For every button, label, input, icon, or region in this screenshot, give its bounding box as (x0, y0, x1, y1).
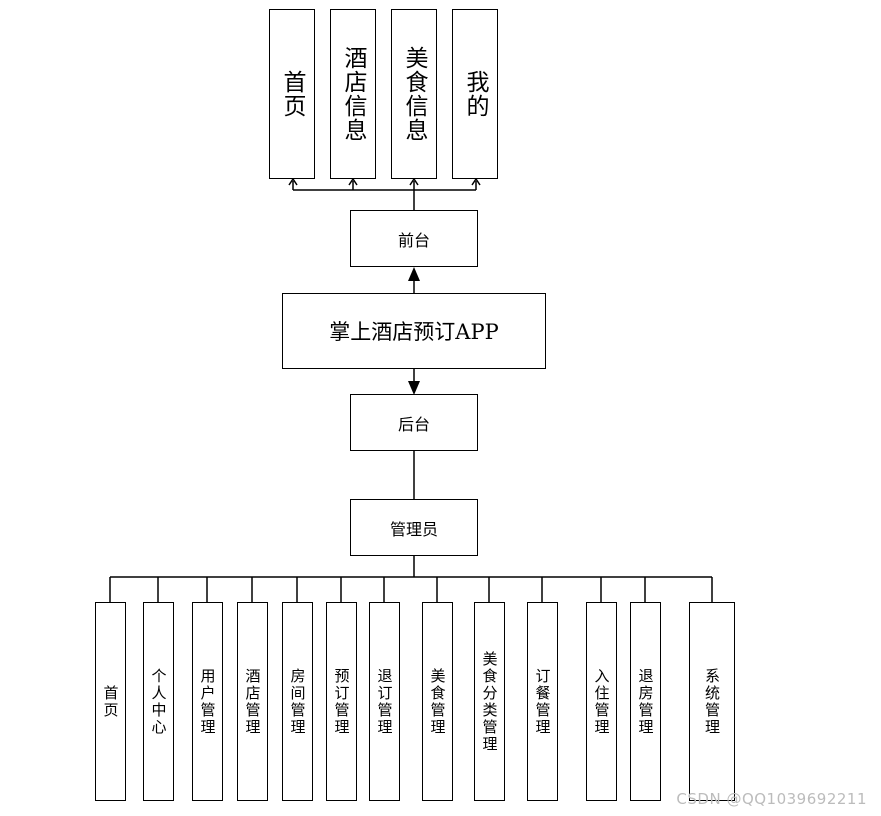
watermark: CSDN @QQ1039692211 (676, 790, 867, 808)
frontend-module-label: 酒店信息 (340, 46, 366, 142)
admin-module-food-category-management: 美食分类管理 (474, 602, 505, 801)
admin-module-label: 个人中心 (149, 667, 168, 736)
admin-module-label: 订餐管理 (533, 667, 552, 736)
frontend-module-home: 首页 (269, 9, 315, 179)
frontend-label: 前台 (397, 230, 430, 250)
admin-module-room-management: 房间管理 (282, 602, 313, 801)
admin-module-label: 房间管理 (288, 667, 307, 736)
backend-label: 后台 (397, 414, 430, 434)
admin-module-label: 退订管理 (375, 667, 394, 736)
frontend-module-label: 我的 (462, 70, 488, 118)
frontend-node: 前台 (350, 210, 478, 267)
admin-module-checkin-management: 入住管理 (586, 602, 617, 801)
admin-label: 管理员 (389, 519, 438, 539)
admin-module-label: 酒店管理 (243, 667, 262, 736)
frontend-module-food-info: 美食信息 (391, 9, 437, 179)
admin-module-label: 入住管理 (592, 667, 611, 736)
admin-module-food-management: 美食管理 (422, 602, 453, 801)
admin-module-label: 美食管理 (428, 667, 447, 736)
admin-node: 管理员 (350, 499, 478, 556)
admin-module-label: 预订管理 (332, 667, 351, 736)
frontend-module-label: 首页 (279, 70, 305, 118)
admin-module-label: 美食分类管理 (480, 650, 499, 753)
frontend-module-label: 美食信息 (401, 46, 427, 142)
admin-module-hotel-management: 酒店管理 (237, 602, 268, 801)
frontend-module-hotel-info: 酒店信息 (330, 9, 376, 179)
admin-module-label: 系统管理 (703, 667, 721, 736)
admin-module-label: 退房管理 (636, 667, 655, 736)
admin-module-cancellation-management: 退订管理 (369, 602, 400, 801)
admin-module-booking-management: 预订管理 (326, 602, 357, 801)
root-node: 掌上酒店预订APP (282, 293, 546, 369)
backend-node: 后台 (350, 394, 478, 451)
admin-module-home: 首页 (95, 602, 126, 801)
admin-module-label: 用户管理 (198, 667, 217, 736)
frontend-module-mine: 我的 (452, 9, 498, 179)
admin-module-personal-center: 个人中心 (143, 602, 174, 801)
root-label: 掌上酒店预订APP (329, 320, 499, 344)
admin-module-checkout-management: 退房管理 (630, 602, 661, 801)
admin-module-meal-order-management: 订餐管理 (527, 602, 558, 801)
admin-module-label: 首页 (101, 684, 120, 719)
admin-module-user-management: 用户管理 (192, 602, 223, 801)
admin-module-system-management: 系统管理 (689, 602, 735, 801)
